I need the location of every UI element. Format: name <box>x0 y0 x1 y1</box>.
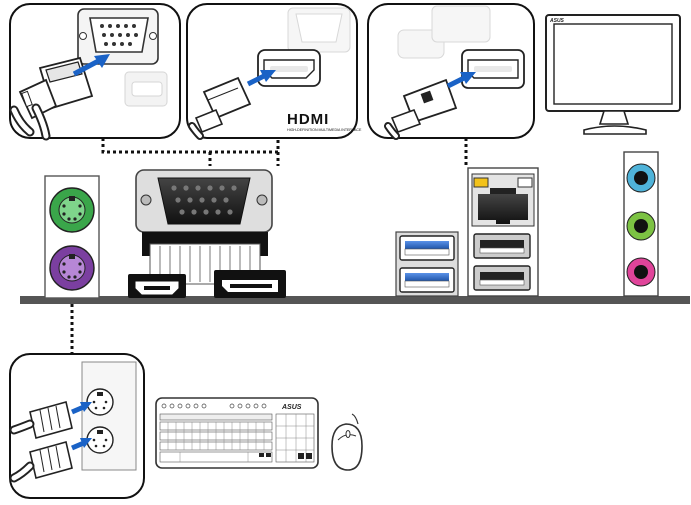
usb3-port-stack <box>396 232 458 296</box>
ps2-port-block <box>45 176 99 298</box>
audio-jack-icon <box>627 258 655 286</box>
vga-cable-callout <box>10 4 180 138</box>
monitor-icon: ASUS <box>546 15 680 134</box>
usb3-port-icon <box>400 236 454 260</box>
displayport-connector-icon <box>462 50 524 88</box>
audio-jack-stack <box>624 152 658 296</box>
hdmi-cable-callout: HDMI HIGH-DEFINITION MULTIMEDIA INTERFAC… <box>187 4 362 138</box>
lan-port-icon <box>472 174 534 226</box>
hdmi-connector-icon <box>258 50 320 86</box>
vga-connector-icon <box>78 9 158 64</box>
usb3-port-icon <box>400 268 454 292</box>
board-edge <box>20 296 690 304</box>
monitor-brand-label: ASUS <box>549 18 565 24</box>
ps2-cable-callout <box>10 354 144 498</box>
ps2-mouse-port-icon <box>50 188 94 232</box>
leader-lines <box>103 138 466 166</box>
keyboard-icon: ASUS <box>156 398 318 468</box>
video-port-block <box>128 170 286 298</box>
displayport-port-icon <box>214 270 286 298</box>
ps2-keyboard-port-icon <box>50 246 94 290</box>
ps2-port-icon <box>87 427 113 453</box>
lan-usb2-stack <box>468 168 538 296</box>
usb2-port-icon <box>474 266 530 290</box>
hdmi-tagline: HIGH-DEFINITION MULTIMEDIA INTERFACE <box>287 128 362 132</box>
mouse-icon <box>332 414 362 470</box>
audio-jack-icon <box>627 164 655 192</box>
audio-jack-icon <box>627 212 655 240</box>
hdmi-wordmark: HDMI <box>287 111 329 128</box>
displayport-cable-callout <box>368 4 534 138</box>
usb2-port-icon <box>474 234 530 258</box>
hdmi-port-icon <box>128 274 186 298</box>
keyboard-brand-label: ASUS <box>281 404 302 411</box>
